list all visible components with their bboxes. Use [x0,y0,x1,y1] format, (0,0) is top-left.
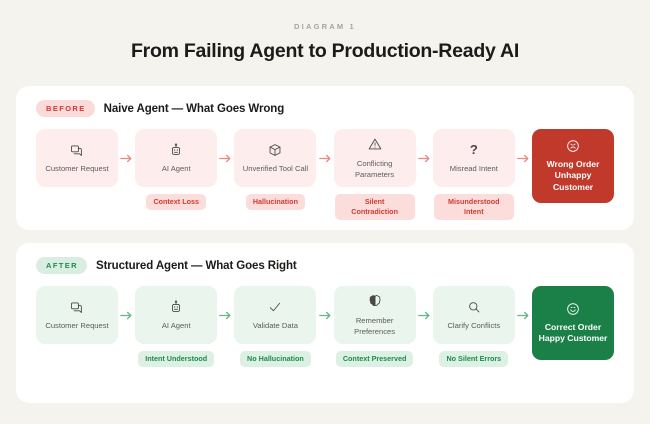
before-panel-title: Naive Agent — What Goes Wrong [103,102,285,115]
flow-arrow-icon [316,129,333,187]
flow-result-node[interactable]: Wrong Order Unhappy Customer [532,129,615,203]
node-card[interactable]: Customer Request [36,286,118,344]
chat-bubbles-icon [70,299,84,314]
result-label: Correct Order Happy Customer [538,321,608,344]
flow-node[interactable]: Customer Request [36,129,118,210]
flow-arrow-icon [416,129,433,187]
node-label: Remember Preferences [354,315,396,336]
page-title: From Failing Agent to Production-Ready A… [130,40,520,62]
question-mark-icon: ? [469,142,478,157]
flow-arrow-icon [515,286,532,344]
brain-icon [368,294,382,309]
node-status-badge: No Hallucination [240,351,311,367]
node-card[interactable]: Remember Preferences [333,286,416,344]
node-status-badge: Hallucination [245,194,305,210]
node-status-badge: Context Preserved [335,351,414,367]
node-card[interactable]: AI Agent [135,129,218,187]
chat-bubbles-icon [70,142,84,157]
check-mark-icon [268,299,282,314]
node-status-badge: Intent Understood [138,351,215,367]
page-header: DIAGRAM 1 From Failing Agent to Producti… [0,0,650,63]
happy-face-icon [566,302,580,317]
flow-arrow-icon [217,286,234,344]
node-label: Misread Intent [449,164,498,173]
node-label: Validate Data [252,321,298,330]
after-panel: AFTER Structured Agent — What Goes Right… [16,243,634,403]
flow-node[interactable]: Validate Data No Hallucination [234,286,317,367]
flow-arrow-icon [515,129,532,187]
flow-arrow-icon [217,129,234,187]
flow-arrow-icon [118,129,135,187]
sad-face-icon [566,139,580,154]
before-panel: BEFORE Naive Agent — What Goes Wrong Cus… [16,86,634,230]
node-card[interactable]: ? Misread Intent [432,129,515,187]
flow-arrow-icon [118,286,135,344]
flow-node[interactable]: Customer Request [36,286,118,367]
node-status-badge: Silent Contradiction [334,194,415,220]
node-card[interactable]: AI Agent [135,286,218,344]
flow-arrow-icon [316,286,333,344]
result-card[interactable]: Correct Order Happy Customer [532,286,615,360]
node-label: AI Agent [161,164,191,173]
magnifier-icon [467,299,481,314]
node-card[interactable]: Customer Request [36,129,118,187]
node-label: Unverified Tool Call [242,164,309,173]
package-box-icon [268,142,282,157]
node-status-badge: Misunderstood Intent [433,194,514,220]
flow-arrow-icon [416,286,433,344]
node-card[interactable]: Conflicting Parameters [333,129,416,187]
node-label: Clarify Conflicts [447,321,501,330]
node-status-badge: Context Loss [146,194,206,210]
warning-triangle-icon [368,137,382,152]
node-card[interactable]: Unverified Tool Call [234,129,317,187]
eyebrow-label: DIAGRAM 1 [294,22,356,31]
robot-icon [169,142,183,157]
result-label: Wrong Order Unhappy Customer [546,158,600,192]
node-card[interactable]: Clarify Conflicts [432,286,515,344]
before-panel-header: BEFORE Naive Agent — What Goes Wrong [16,86,634,117]
after-badge: AFTER [36,257,87,274]
after-panel-header: AFTER Structured Agent — What Goes Right [16,243,634,274]
result-card[interactable]: Wrong Order Unhappy Customer [532,129,615,203]
flow-node[interactable]: Clarify Conflicts No Silent Errors [432,286,515,367]
flow-result-node[interactable]: Correct Order Happy Customer [532,286,615,360]
node-status-badge: No Silent Errors [439,351,509,367]
node-label: Customer Request [45,164,109,173]
after-panel-title: Structured Agent — What Goes Right [96,259,297,272]
before-badge: BEFORE [36,100,95,117]
node-label: Customer Request [45,321,109,330]
robot-icon [169,299,183,314]
node-card[interactable]: Validate Data [234,286,317,344]
node-label: AI Agent [161,321,191,330]
node-label: Conflicting Parameters [354,158,395,179]
